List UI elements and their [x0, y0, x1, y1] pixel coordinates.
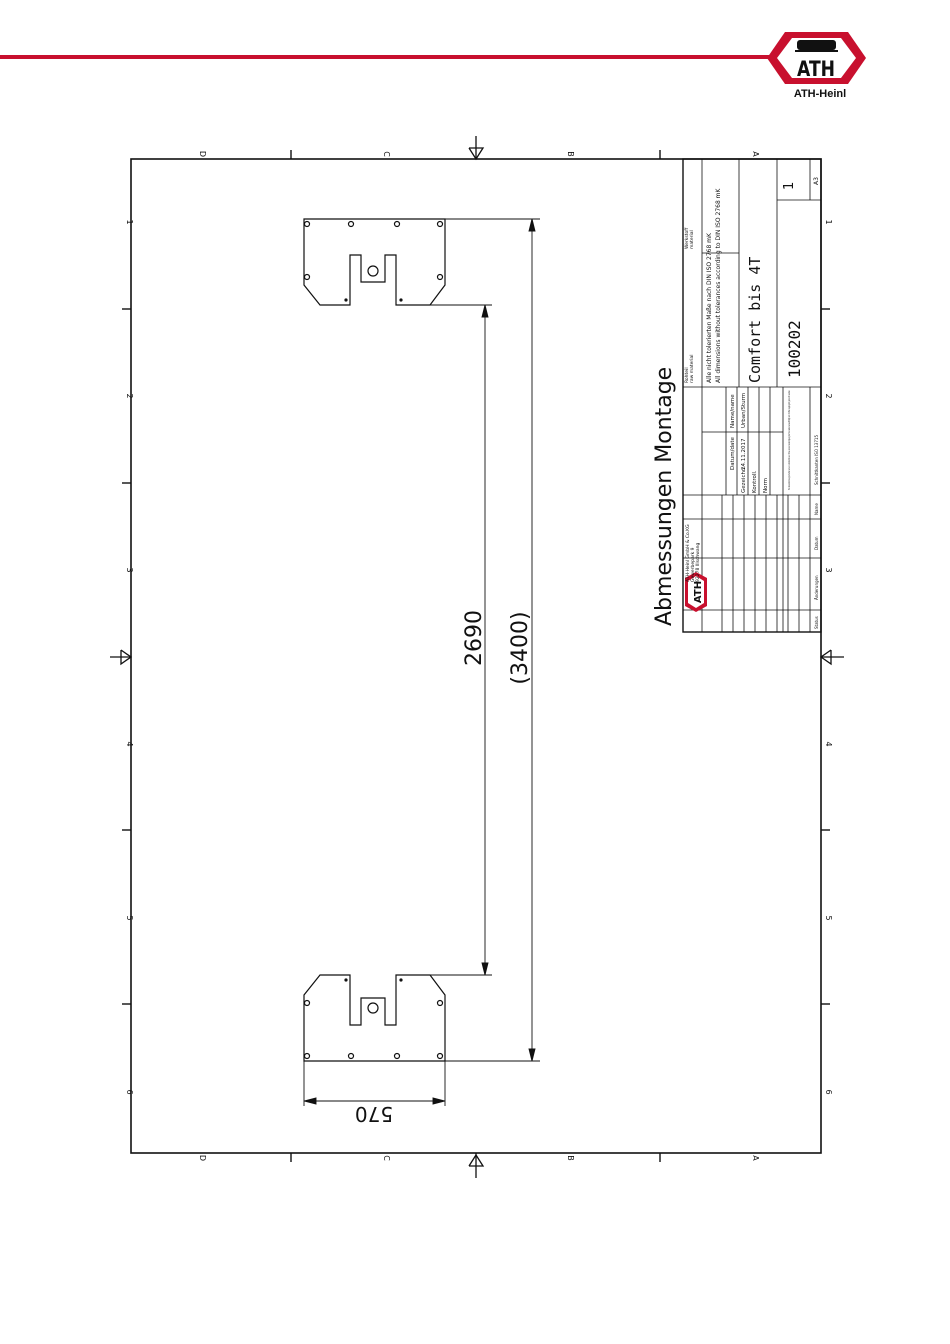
base-plate-bottom	[303, 974, 446, 1062]
zone-row-marker: 2	[824, 393, 833, 398]
zone-column-marker: B	[566, 151, 575, 157]
revision-header-date: Datum	[814, 536, 819, 550]
werkstoff-label-en: material	[689, 230, 695, 249]
row-label-norm: Norm	[763, 478, 769, 493]
zone-row-marker: 3	[824, 567, 833, 572]
title-block: ATH Abmessungen Montage ATH-Heinl GmbH &…	[652, 158, 822, 633]
dimension-width: 570	[355, 1102, 393, 1126]
zone-column-marker: A	[751, 151, 760, 157]
zone-row-marker: 6	[125, 1089, 134, 1094]
zone-row-marker: 6	[824, 1089, 833, 1094]
zone-column-marker: D	[198, 1155, 207, 1161]
revision-header-changes: Änderungen	[814, 575, 819, 600]
brand-name: ATH-Heinl	[793, 88, 847, 100]
rohteil-label-de: Rohteil	[684, 367, 690, 383]
zone-column-marker: C	[382, 151, 391, 157]
company-line-3: 92278 Illschwang	[695, 542, 701, 582]
drawing-title: Abmessungen Montage	[652, 367, 677, 626]
zone-row-marker: 3	[125, 567, 134, 572]
row-label-drawn: Gezeichn.	[741, 466, 747, 493]
rohteil-label-en: raw material	[689, 354, 695, 383]
header-red-bar	[0, 55, 780, 59]
zone-row-marker: 5	[125, 915, 134, 920]
tolerance-note-de: Alle nicht tolerierten Maße nach DIN ISO…	[706, 232, 713, 383]
title-block-logo-icon: ATH	[685, 572, 707, 612]
surface-note: Schnittkanten ISO 13715	[814, 435, 819, 485]
svg-text:ATH: ATH	[693, 581, 704, 603]
zone-row-marker: 1	[125, 219, 134, 224]
logo-text: ATH	[797, 57, 835, 81]
date-header: Datum/date	[730, 437, 736, 470]
zone-column-marker: A	[751, 1155, 760, 1161]
row-date-drawn: 24.11.2017	[741, 438, 747, 470]
zone-column-marker: B	[566, 1155, 575, 1161]
revision-header-status: Status	[814, 616, 819, 629]
copyright-note: Für diese Zeichnung behalten wir uns all…	[787, 390, 791, 490]
drawing-number: 100202	[785, 320, 804, 378]
zone-row-marker: 5	[824, 915, 833, 920]
ath-logo-icon: ATH	[767, 32, 866, 84]
base-plate-top	[303, 218, 446, 306]
sheet-number: 1	[782, 182, 797, 190]
dimension-lines	[303, 218, 540, 1106]
sheet-format: A3	[813, 177, 820, 185]
revision-header-name: Name	[814, 503, 819, 515]
tolerance-note-en: All dimensions without tolerances accord…	[715, 187, 722, 383]
dimension-inner-distance: 2690	[462, 610, 487, 666]
zone-row-marker: 4	[125, 741, 134, 746]
zone-ticks	[122, 150, 830, 1162]
company-line-1: ATH-Heinl GmbH & Co.KG	[685, 524, 691, 582]
zone-row-marker: 2	[125, 393, 134, 398]
zone-column-marker: D	[198, 151, 207, 157]
zone-row-marker: 1	[824, 219, 833, 224]
zone-column-marker: C	[382, 1155, 391, 1161]
row-name-drawn: Urban/Sturm	[741, 393, 747, 428]
dimension-outer-distance: (3400)	[508, 611, 533, 684]
row-label-checked: Kontroll.	[752, 470, 758, 493]
zone-row-marker: 4	[824, 741, 833, 746]
name-header: Name/name	[730, 394, 736, 428]
part-name: Comfort bis 4T	[746, 257, 764, 383]
centering-marks	[110, 136, 844, 1178]
company-line-2: Gewerbepark 9	[690, 547, 696, 582]
werkstoff-label-de: Werkstoff	[684, 227, 690, 249]
